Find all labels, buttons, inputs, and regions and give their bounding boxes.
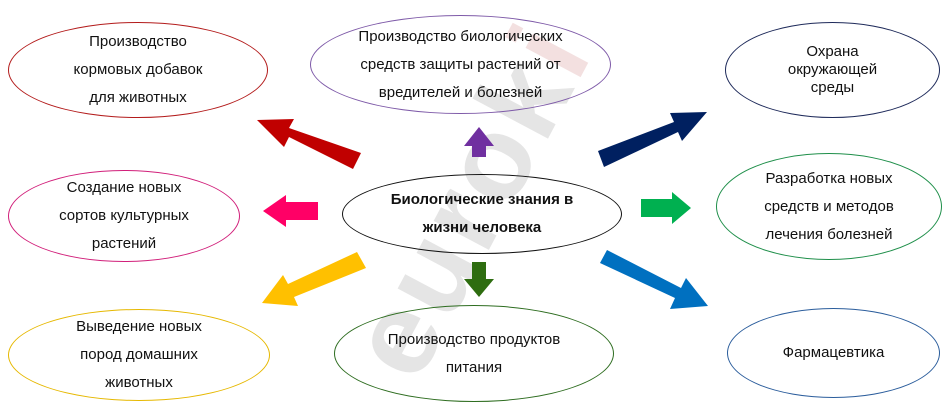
node-new-treatments-label: Разработка новых средств и методов лечен… <box>764 169 894 243</box>
arrow-bottom-center <box>464 262 494 297</box>
node-new-treatments: Разработка новых средств и методов лечен… <box>716 153 942 260</box>
arrow-top-center <box>464 127 494 157</box>
node-pharmaceutics: Фармацевтика <box>727 308 940 398</box>
node-feed-additives-label: Производство кормовых добавок для животн… <box>73 33 203 106</box>
node-feed-additives: Производство кормовых добавок для животн… <box>8 22 268 118</box>
node-biological-protection: Производство биологических средств защит… <box>310 15 611 114</box>
arrow-top-right <box>598 112 707 167</box>
node-biological-protection-label: Производство биологических средств защит… <box>358 27 563 101</box>
node-new-crop-varieties-label: Создание новых сортов культурных растени… <box>59 179 189 252</box>
node-new-crop-varieties: Создание новых сортов культурных растени… <box>8 170 240 262</box>
node-animal-breeding: Выведение новых пород домашних животных <box>8 309 270 401</box>
node-animal-breeding-label: Выведение новых пород домашних животных <box>76 318 202 391</box>
node-center: Биологические знания в жизни человека <box>342 174 622 254</box>
node-food-production: Производство продуктов питания <box>334 305 614 402</box>
arrow-bottom-right <box>600 250 708 309</box>
node-food-production-label: Производство продуктов питания <box>387 330 561 376</box>
node-pharmaceutics-label: Фармацевтика <box>782 344 885 361</box>
arrow-bottom-left <box>262 252 366 306</box>
node-environment-protection: Охрана окружающей среды <box>725 22 940 118</box>
arrow-mid-right <box>641 192 691 224</box>
center-label: Биологические знания в жизни человека <box>390 191 574 236</box>
arrow-mid-left <box>263 195 318 227</box>
arrow-top-left <box>257 119 361 169</box>
node-environment-protection-label: Охрана окружающей среды <box>787 43 878 96</box>
